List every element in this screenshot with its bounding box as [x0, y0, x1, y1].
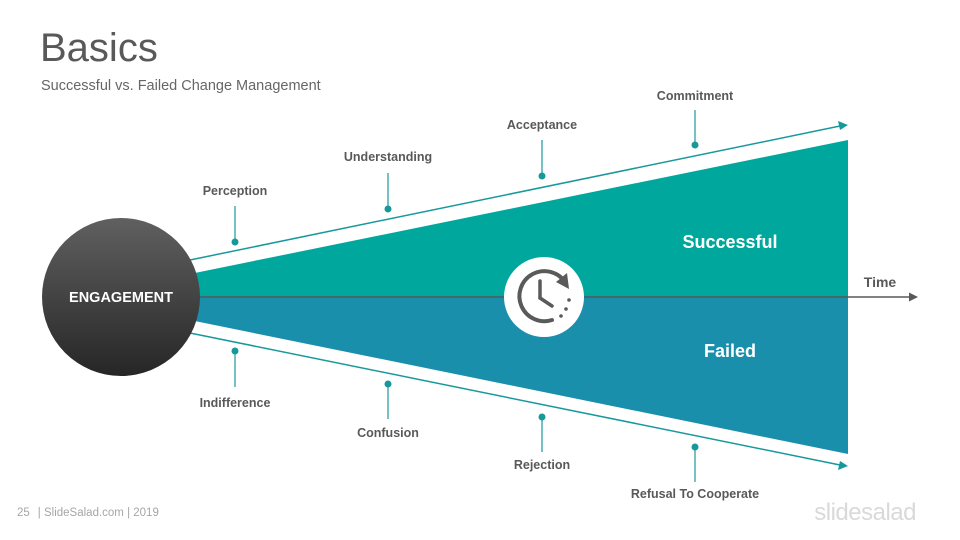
brand-logo: slidesalad — [814, 499, 916, 526]
upper-trend-line — [189, 125, 841, 261]
lower-trend-arrowhead — [838, 461, 848, 470]
upper-stage-understanding: Understanding — [344, 150, 432, 213]
upper-trend-arrowhead — [838, 121, 848, 130]
upper-stage-commitment: Commitment — [657, 89, 734, 149]
stage-label-indifference: Indifference — [200, 396, 271, 410]
engagement-circle: ENGAGEMENT — [42, 218, 200, 376]
lower-trend-line — [189, 332, 841, 466]
lower-stage-rejection: Rejection — [514, 413, 570, 472]
stage-label-perception: Perception — [203, 184, 268, 198]
stage-label-commitment: Commitment — [657, 89, 734, 103]
slide-subtitle: Successful vs. Failed Change Management — [41, 78, 321, 94]
slide-footer: 25 | SlideSalad.com | 2019 — [17, 507, 159, 519]
clock-history-icon — [504, 257, 584, 337]
successful-label: Successful — [682, 232, 777, 252]
failed-area — [180, 297, 848, 454]
lower-stage-indifference: Indifference — [200, 347, 271, 410]
upper-stage-acceptance: Acceptance — [507, 118, 577, 180]
stage-label-understanding: Understanding — [344, 150, 432, 164]
time-axis-arrowhead — [909, 292, 918, 302]
stage-label-refusal-to-cooperate: Refusal To Cooperate — [631, 487, 759, 501]
stage-label-rejection: Rejection — [514, 458, 570, 472]
engagement-label: ENGAGEMENT — [69, 290, 173, 306]
time-axis-label: Time — [864, 274, 897, 290]
footer-source: | SlideSalad.com | 2019 — [37, 507, 159, 519]
lower-stage-refusal: Refusal To Cooperate — [631, 443, 759, 501]
upper-stage-perception: Perception — [203, 184, 268, 246]
successful-area — [180, 140, 848, 297]
slide-title: Basics — [40, 26, 158, 70]
stage-label-confusion: Confusion — [357, 426, 419, 440]
page-number: 25 — [17, 507, 30, 519]
stage-label-acceptance: Acceptance — [507, 118, 577, 132]
failed-label: Failed — [704, 341, 756, 361]
lower-stage-confusion: Confusion — [357, 380, 419, 440]
